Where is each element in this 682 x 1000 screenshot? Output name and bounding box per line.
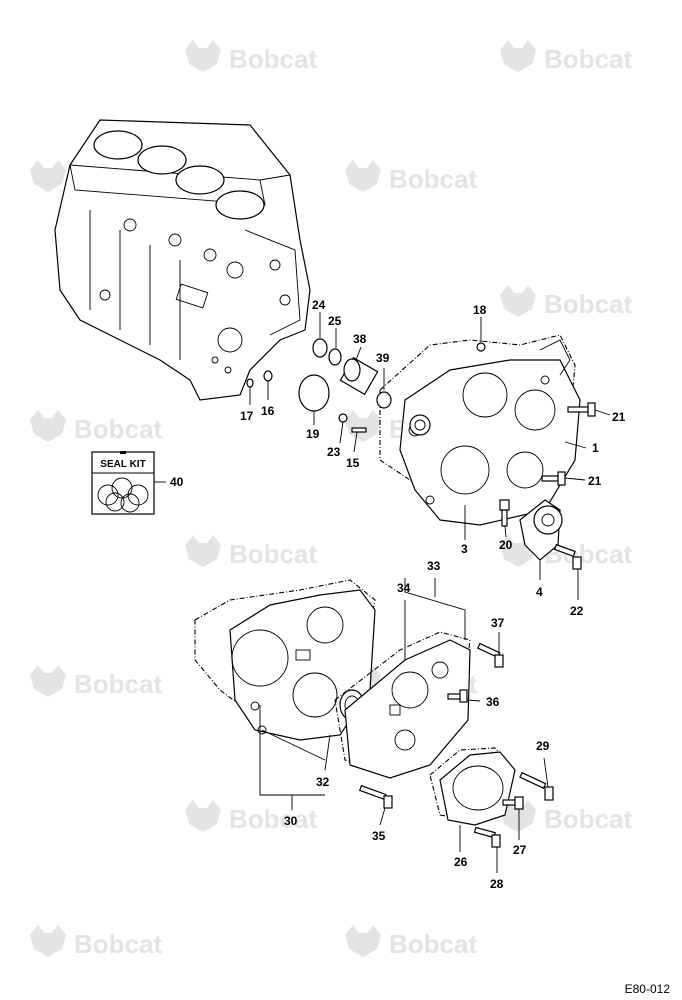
callout-37: 37: [491, 616, 505, 630]
bobcat-watermark: Bobcat: [500, 285, 632, 319]
bolt-20: [499, 499, 510, 538]
front-plate: [399, 339, 581, 526]
bobcat-watermark: Bobcat: [185, 800, 317, 834]
watermark-text: Bobcat: [229, 44, 317, 74]
bobcat-head-icon: [345, 410, 381, 442]
watermark-text: Bobcat: [544, 539, 632, 569]
part-o-ring-small: [246, 370, 273, 405]
watermark-text: Bobcat: [544, 44, 632, 74]
bolt-28: [473, 826, 501, 873]
o-ring-18: [476, 317, 486, 352]
watermark-text: Bobcat: [74, 414, 162, 444]
callout-39: 39: [376, 351, 390, 365]
callout-4: 4: [536, 585, 543, 599]
cover-plate-26: [429, 747, 516, 852]
gear-case-gasket: [194, 579, 376, 721]
bobcat-head-icon: [30, 925, 66, 957]
callout-35: 35: [372, 829, 386, 843]
o-ring-25: [328, 328, 342, 366]
oil-pump-gear: [519, 499, 563, 580]
bolt-36: [447, 689, 481, 703]
callout-21-lower: 21: [588, 474, 602, 488]
bobcat-head-icon: [185, 40, 221, 72]
figure-code: E80-012: [624, 982, 670, 996]
callout-22: 22: [570, 604, 584, 618]
watermark-text: Bobcat: [389, 929, 477, 959]
bobcat-watermark: Bobcat: [30, 925, 162, 959]
callout-38: 38: [353, 332, 367, 346]
shaft-seal-38: [339, 346, 379, 396]
bobcat-head-icon: [185, 535, 221, 567]
bobcat-watermark: Bobcat: [500, 40, 632, 74]
o-ring-19: [298, 374, 330, 425]
bobcat-head-icon: [30, 410, 66, 442]
callout-labels: 1 3 4 15 16 17 18 19 20 21 21 22 23 24 2…: [170, 298, 626, 891]
callout-26: 26: [454, 855, 468, 869]
bolt-15-23: [338, 413, 367, 453]
bolt-29: [519, 757, 554, 801]
bobcat-head-icon: [30, 665, 66, 697]
callout-32: 32: [316, 775, 330, 789]
callout-28: 28: [490, 877, 504, 891]
o-ring-39: [376, 368, 392, 409]
callout-27: 27: [513, 843, 527, 857]
callout-36: 36: [486, 695, 500, 709]
callout-18: 18: [473, 303, 487, 317]
bobcat-head-icon: [500, 285, 536, 317]
bobcat-watermark: Bobcat: [185, 535, 317, 569]
watermark-text: Bobcat: [229, 804, 317, 834]
callout-16: 16: [261, 404, 275, 418]
bobcat-head-icon: [500, 40, 536, 72]
callout-19: 19: [306, 427, 320, 441]
callout-29: 29: [536, 739, 550, 753]
watermark-text: Bobcat: [229, 539, 317, 569]
bobcat-watermark: Bobcat: [30, 665, 162, 699]
bobcat-watermark: Bobcat: [185, 40, 317, 74]
callout-25: 25: [328, 314, 342, 328]
bolt-35: [358, 784, 393, 826]
bobcat-watermark: Bobcat: [345, 925, 477, 959]
callout-24: 24: [312, 298, 326, 312]
callout-17: 17: [240, 409, 254, 423]
watermark-text: Bobcat: [544, 804, 632, 834]
callout-30: 30: [284, 814, 298, 828]
engine-block: [54, 119, 311, 401]
bobcat-head-icon: [185, 800, 221, 832]
callout-33: 33: [427, 559, 441, 573]
watermark-text: Bobcat: [544, 289, 632, 319]
cap-24: [312, 312, 328, 358]
callout-1: 1: [592, 441, 599, 455]
bolt-21-lower: [541, 471, 586, 486]
bobcat-watermark: Bobcat: [500, 800, 632, 834]
bolt-21-upper: [567, 402, 611, 417]
bobcat-watermark: Bobcat: [500, 535, 632, 569]
callout-34: 34: [397, 581, 411, 595]
seal-kit-label: SEAL KIT: [100, 459, 145, 470]
bolt-37: [476, 632, 504, 668]
bobcat-head-icon: [345, 925, 381, 957]
bobcat-head-icon: [30, 160, 66, 192]
callout-23: 23: [327, 445, 341, 459]
bobcat-watermark: Bobcat: [345, 160, 477, 194]
callout-20: 20: [499, 538, 513, 552]
watermark-text: Bobcat: [389, 164, 477, 194]
bobcat-head-icon: [345, 160, 381, 192]
bobcat-watermark: Bobcat: [30, 410, 162, 444]
seal-kit-box: SEAL KIT: [91, 451, 166, 515]
callout-21-upper: 21: [612, 410, 626, 424]
watermark-text: Bobcat: [74, 669, 162, 699]
watermark-text: Bobcat: [74, 929, 162, 959]
gear-case: [229, 589, 376, 741]
bolt-27: [502, 796, 524, 840]
callout-40: 40: [170, 475, 184, 489]
callout-3: 3: [461, 542, 468, 556]
callout-15: 15: [346, 456, 360, 470]
bolt-22: [553, 543, 582, 600]
front-cover: [344, 639, 471, 779]
oil-seal: [409, 414, 431, 436]
